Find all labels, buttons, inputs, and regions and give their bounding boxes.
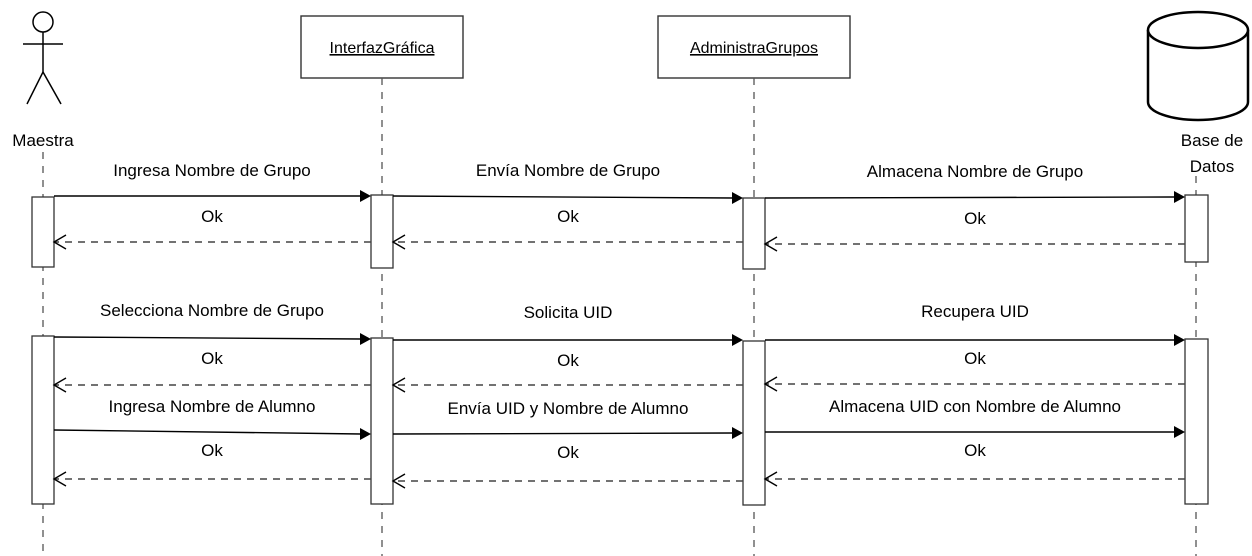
activation-bar	[370, 337, 394, 505]
message-label: Almacena Nombre de Grupo	[867, 162, 1083, 181]
message-label: Ingresa Nombre de Grupo	[113, 161, 311, 180]
message-arrow	[392, 432, 734, 435]
activation-bar	[742, 340, 766, 506]
arrowhead-filled	[1174, 334, 1185, 346]
arrowhead-filled	[732, 427, 743, 439]
message-label: Solicita UID	[524, 303, 613, 322]
arrowhead-filled	[360, 428, 371, 440]
return-label: Ok	[964, 349, 986, 368]
message-arrow	[53, 429, 362, 435]
arrowhead-open	[763, 236, 778, 252]
arrowhead-filled	[1174, 191, 1185, 203]
arrowhead-open	[52, 471, 67, 487]
return-label: Ok	[201, 207, 223, 226]
actor-label: Maestra	[12, 131, 74, 150]
return-label: Ok	[201, 441, 223, 460]
return-label: Ok	[964, 209, 986, 228]
return-label: Ok	[964, 441, 986, 460]
activation-bar	[1184, 194, 1209, 263]
participant-label-interfaz: InterfazGráfica	[330, 40, 435, 57]
arrowhead-open	[391, 234, 406, 250]
message-label: Ingresa Nombre de Alumno	[109, 397, 316, 416]
participant-box-administra	[657, 15, 851, 79]
arrowhead-filled	[732, 192, 743, 204]
activation-bar	[31, 335, 55, 505]
arrowhead-open	[52, 234, 67, 250]
arrowhead-open	[763, 376, 778, 392]
database-icon	[1146, 10, 1250, 122]
message-label: Recupera UID	[921, 302, 1029, 321]
message-arrow	[392, 195, 734, 199]
arrowhead-filled	[1174, 426, 1185, 438]
activation-bar	[31, 196, 55, 268]
participant-label-administra: AdministraGrupos	[690, 40, 818, 57]
return-label: Ok	[557, 443, 579, 462]
actor-maestra	[23, 11, 63, 105]
message-label: Selecciona Nombre de Grupo	[100, 301, 324, 320]
participant-box-interfaz	[300, 15, 464, 79]
return-label: Ok	[557, 207, 579, 226]
arrowhead-open	[763, 471, 778, 487]
arrowhead-filled	[732, 334, 743, 346]
arrowhead-filled	[360, 333, 371, 345]
message-label: Almacena UID con Nombre de Alumno	[829, 397, 1121, 416]
message-label: Envía Nombre de Grupo	[476, 161, 660, 180]
activation-bar	[742, 197, 766, 270]
arrowhead-open	[52, 377, 67, 393]
database-label-line1: Base de	[1181, 131, 1243, 150]
database-label-line2: Datos	[1190, 157, 1234, 176]
return-label: Ok	[201, 349, 223, 368]
arrowhead-open	[391, 377, 406, 393]
message-arrow	[53, 336, 362, 340]
message-label: Envía UID y Nombre de Alumno	[448, 399, 689, 418]
arrowhead-open	[391, 473, 406, 489]
activation-bar	[1184, 338, 1209, 505]
arrowhead-filled	[360, 190, 371, 202]
message-arrow	[764, 196, 1176, 199]
activation-bar	[370, 194, 394, 269]
return-label: Ok	[557, 351, 579, 370]
